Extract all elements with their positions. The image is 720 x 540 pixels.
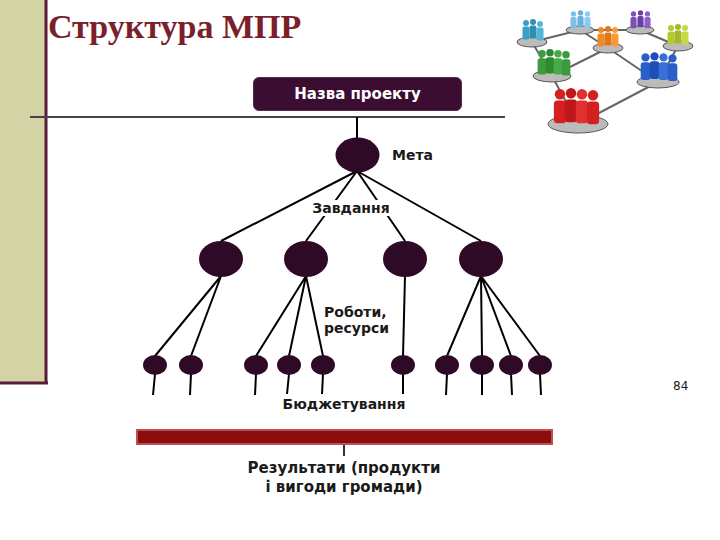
person-figure	[530, 19, 537, 39]
circle-fill	[336, 138, 380, 173]
person-figure	[562, 51, 571, 75]
person-figure	[682, 25, 689, 45]
level-label: Завдання	[309, 200, 392, 216]
slide-number: 84	[670, 378, 691, 394]
person-figure	[554, 50, 563, 74]
work-circle	[391, 355, 415, 375]
task-circle	[284, 241, 328, 277]
level-label: Мета	[392, 147, 433, 163]
person-figure	[630, 11, 636, 28]
person-figure	[668, 54, 678, 81]
person-figure	[644, 11, 650, 28]
photo-ground	[505, 8, 705, 158]
person-figure	[675, 24, 682, 44]
box-title: Назва проекту	[294, 85, 420, 103]
person-figure	[565, 88, 577, 122]
title-box: Структура МПР	[48, 8, 301, 45]
person-figure	[570, 11, 576, 28]
person-figure	[538, 50, 547, 74]
work-circle	[143, 355, 167, 375]
project-name-box: Назва проекту	[253, 77, 462, 111]
person-figure	[659, 53, 669, 80]
strip-edge	[0, 382, 48, 385]
person-figure	[587, 90, 599, 124]
network-illustration	[505, 8, 705, 158]
work-circle	[435, 355, 459, 375]
person-figure	[584, 11, 590, 28]
person-figure	[605, 26, 612, 46]
side-strip	[0, 0, 46, 383]
work-circle	[311, 355, 335, 375]
person-figure	[641, 53, 651, 80]
person-figure	[612, 27, 619, 47]
budget-bar	[137, 430, 552, 444]
level-label: Бюджетування	[280, 396, 409, 412]
person-figure	[546, 49, 555, 73]
person-figure	[576, 89, 588, 123]
person-figure	[577, 10, 583, 27]
work-circle	[277, 355, 301, 375]
task-circle	[459, 241, 503, 277]
divider-line	[30, 116, 512, 118]
task-circle	[199, 241, 243, 277]
task-circle	[383, 241, 427, 277]
circle-shape	[335, 137, 380, 173]
work-circle	[528, 355, 552, 375]
slide-title: Структура МПР	[48, 8, 301, 45]
strip-edge	[45, 0, 48, 384]
person-figure	[668, 25, 675, 45]
tree-line	[356, 117, 358, 138]
work-circle	[470, 355, 494, 375]
person-figure	[598, 27, 605, 47]
person-figure	[554, 89, 566, 123]
bar-tick	[343, 445, 345, 456]
work-circle	[179, 355, 203, 375]
person-figure	[650, 52, 660, 79]
person-figure	[537, 21, 544, 41]
goal-circle: Мета	[335, 137, 380, 173]
work-circle	[244, 355, 268, 375]
person-figure	[637, 10, 643, 27]
person-figure	[523, 20, 530, 40]
budget-stem	[153, 374, 541, 395]
work-circle	[499, 355, 523, 375]
level-label: Роботи, ресурси	[321, 304, 392, 336]
tree-line	[155, 276, 540, 356]
tree-line	[221, 171, 481, 241]
results-label: Результати (продукти і вигоди громади)	[243, 459, 445, 497]
